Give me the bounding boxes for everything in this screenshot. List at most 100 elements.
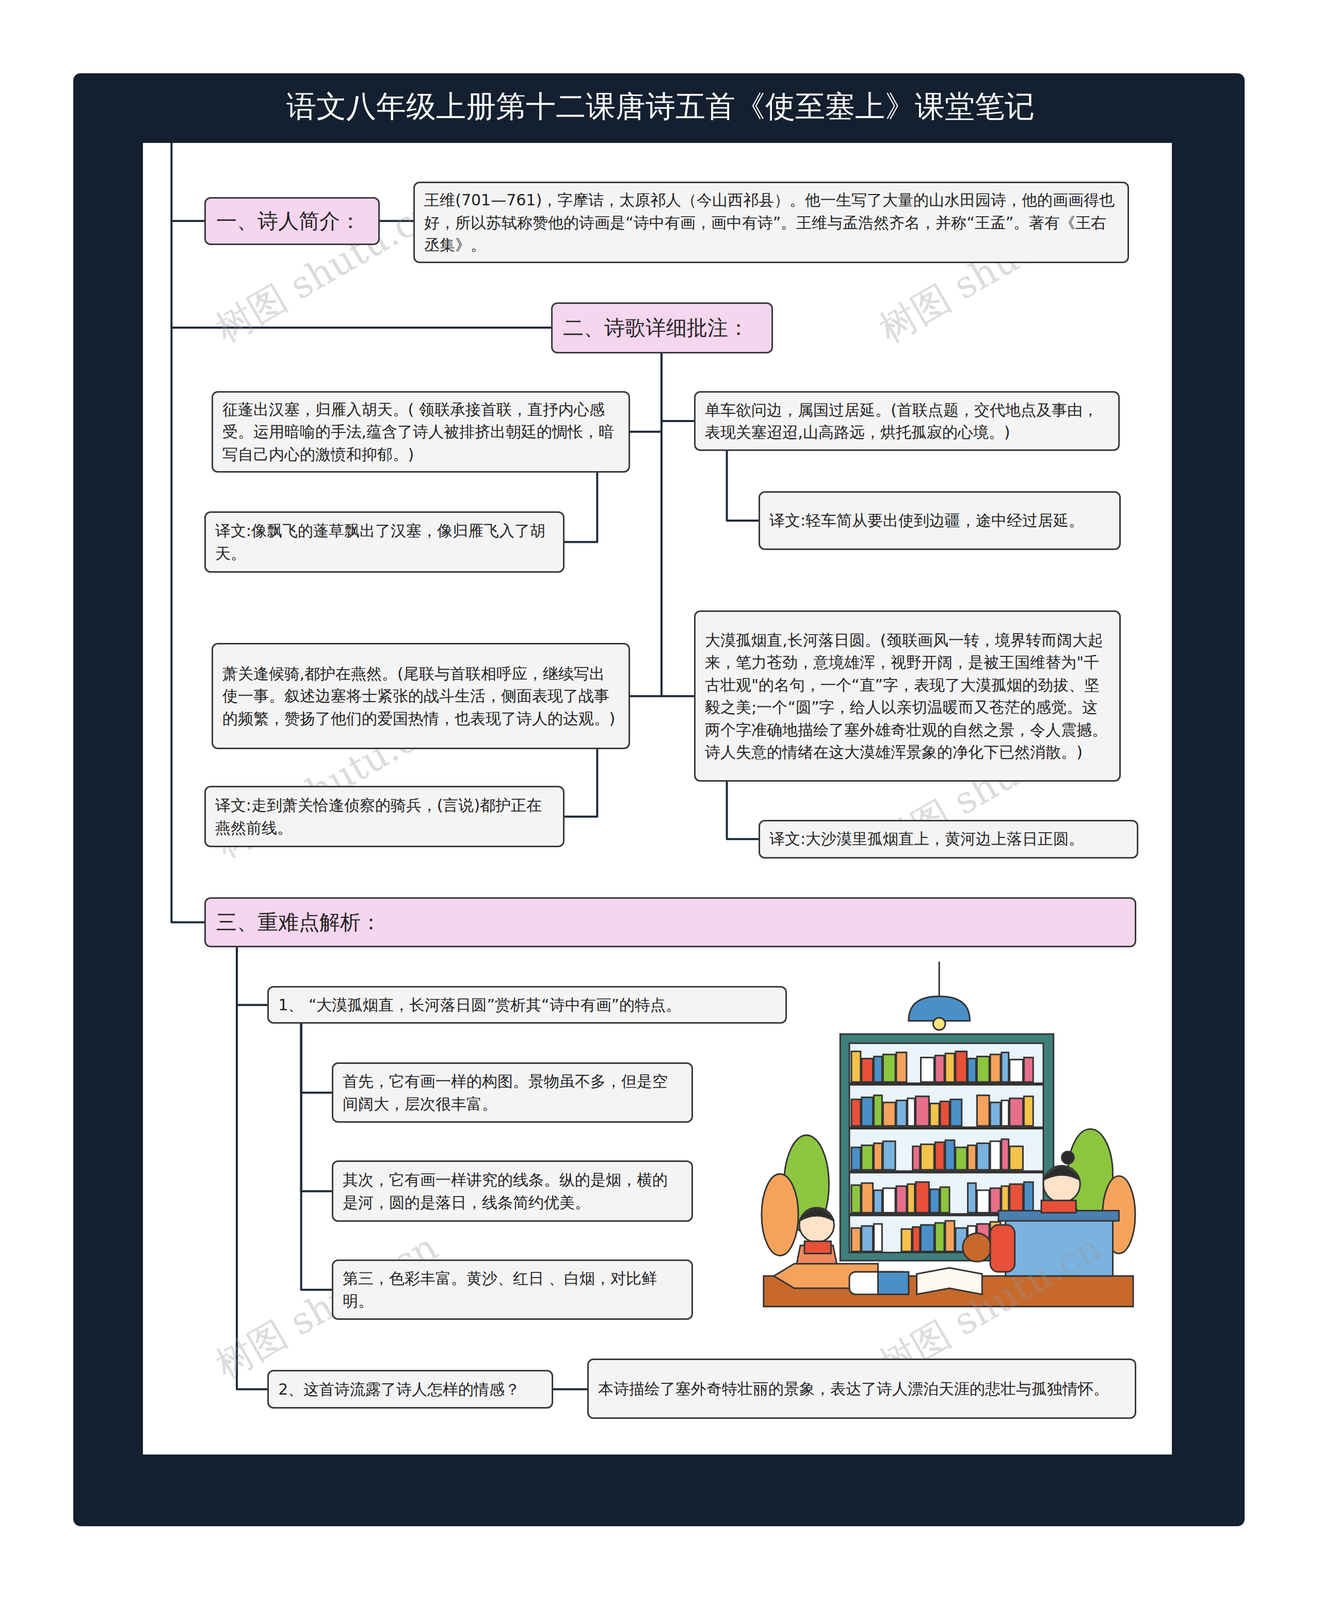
book-spine bbox=[976, 1056, 990, 1083]
book-spine bbox=[851, 1147, 861, 1171]
book-spine bbox=[912, 1146, 921, 1171]
node-text: 其次，它有画一样讲究的线条。纵的是烟，横的是河，圆的是落日，线条简约优美。 bbox=[342, 1168, 683, 1214]
section-heading-box: 二、诗歌详细批注： bbox=[551, 302, 773, 354]
book-spine bbox=[955, 1147, 968, 1171]
book-spine bbox=[896, 1052, 907, 1083]
node-text: 译文:轻车简从要出使到边疆，途中经过居延。 bbox=[769, 509, 1085, 533]
note-box: 2、这首诗流露了诗人怎样的情感？ bbox=[267, 1370, 554, 1409]
book-spine bbox=[921, 1225, 935, 1252]
bag bbox=[990, 1225, 1015, 1272]
eraser bbox=[849, 1271, 909, 1295]
node-text: 1、 “大漠孤烟直，长河落日圆”赏析其“诗中有画”的特点。 bbox=[278, 993, 682, 1017]
book-spine bbox=[968, 1058, 977, 1083]
node-text: 第三，色彩丰富。黄沙、红日 、白烟，对比鲜明。 bbox=[342, 1267, 683, 1313]
note-box: 萧关逢候骑,都护在燕然。(尾联与首联相呼应，继续写出使一事。叙述边塞将士紧张的战… bbox=[211, 642, 631, 750]
tree-connector bbox=[727, 781, 759, 840]
book-spine bbox=[990, 1102, 1001, 1127]
tree-connector bbox=[564, 472, 598, 543]
kid-hair bbox=[799, 1208, 834, 1221]
book-spine bbox=[874, 1056, 883, 1083]
book-spine bbox=[882, 1054, 896, 1083]
tree-connector bbox=[301, 1023, 332, 1093]
book-spine bbox=[861, 1145, 874, 1170]
note-box: 第三，色彩丰富。黄沙、红日 、白烟，对比鲜明。 bbox=[331, 1259, 694, 1320]
book bbox=[804, 1241, 831, 1254]
book-spine bbox=[874, 1095, 883, 1126]
book-spine bbox=[896, 1186, 907, 1213]
node-text: 译文:走到萧关恰逢侦察的骑兵，(言说)都护正在燕然前线。 bbox=[215, 794, 554, 840]
book-spine bbox=[874, 1143, 883, 1170]
frame-border bbox=[73, 73, 1245, 1527]
note-box: 本诗描绘了塞外奇特壮丽的景象，表达了诗人漂泊天涯的悲壮与孤独情怀。 bbox=[587, 1358, 1137, 1420]
book bbox=[1041, 1200, 1076, 1214]
shelf bbox=[849, 1170, 1044, 1174]
node-text: 征蓬出汉塞，归雁入胡天。( 领联承接首联，直抒内心感受。运用暗喻的手法,蕴含了诗… bbox=[222, 398, 620, 466]
book-spine bbox=[874, 1223, 883, 1252]
tree-connector bbox=[236, 947, 268, 1006]
tree-connector bbox=[301, 1023, 332, 1191]
node-text: 2、这首诗流露了诗人怎样的情感？ bbox=[278, 1378, 521, 1401]
tree-connector bbox=[661, 353, 695, 422]
book-spine bbox=[945, 1220, 955, 1252]
section-heading-box: 三、重难点解析： bbox=[204, 897, 1137, 948]
book-spine bbox=[990, 1054, 1001, 1083]
book-spine bbox=[861, 1226, 874, 1252]
girl-head bbox=[1043, 1165, 1081, 1203]
node-text: 单车欲问边，属国过居延。(首联点题，交代地点及事由，表现关塞迢迢,山高路远，烘托… bbox=[704, 398, 1109, 444]
node-text: 二、诗歌详细批注： bbox=[562, 312, 749, 343]
eraser-sleeve bbox=[877, 1271, 909, 1295]
note-box: 首先，它有画一样的构图。景物虽不多，但是空间阔大，层次很丰富。 bbox=[331, 1062, 694, 1123]
book-spine bbox=[990, 1188, 1001, 1213]
book-spine bbox=[882, 1141, 896, 1170]
kid-head bbox=[799, 1207, 834, 1243]
book-spine bbox=[1001, 1186, 1009, 1213]
node-text: 译文:像飘飞的蓬草飘出了汉塞，像归雁飞入了胡天。 bbox=[215, 519, 554, 565]
book-spine bbox=[976, 1190, 990, 1214]
book-spine bbox=[1009, 1098, 1024, 1126]
book-spine bbox=[1001, 1139, 1009, 1170]
tree-connector bbox=[661, 353, 695, 697]
book-spine bbox=[912, 1227, 921, 1252]
tree-connector bbox=[553, 1388, 587, 1391]
book-spine bbox=[907, 1098, 915, 1126]
page-title: 语文八年级上册第十二课唐诗五首《使至塞上》课堂笔记 bbox=[0, 88, 1321, 125]
node-text: 一、诗人简介： bbox=[216, 205, 361, 236]
tree-connector bbox=[727, 450, 759, 521]
note-box: 征蓬出汉塞，归雁入胡天。( 领联承接首联，直抒内心感受。运用暗喻的手法,蕴含了诗… bbox=[211, 391, 631, 473]
lamp-bulb bbox=[932, 1017, 946, 1030]
note-box: 译文:走到萧关恰逢侦察的骑兵，(言说)都护正在燕然前线。 bbox=[204, 785, 565, 848]
book-spine bbox=[851, 1228, 861, 1252]
girl-hair bbox=[1043, 1166, 1081, 1181]
book-spine bbox=[940, 1187, 950, 1213]
node-text: 大漠孤烟直,长河落日圆。(颈联画风一转，境界转而阔大起来，笔力苍劲，意境雄浑，视… bbox=[704, 629, 1110, 764]
book-spine bbox=[990, 1141, 1001, 1170]
book-spine bbox=[935, 1055, 945, 1083]
tree-connector bbox=[630, 353, 662, 432]
book-spine bbox=[921, 1144, 935, 1170]
book-spine bbox=[882, 1188, 896, 1213]
book-spine bbox=[882, 1102, 896, 1127]
ball bbox=[962, 1233, 992, 1262]
book-spine bbox=[945, 1140, 955, 1170]
paper-panel bbox=[142, 142, 1172, 1455]
note-box: 译文:轻车简从要出使到边疆，途中经过居延。 bbox=[758, 491, 1121, 551]
book-spine bbox=[1001, 1100, 1009, 1126]
book-spine bbox=[1009, 1146, 1024, 1171]
plant bbox=[761, 1173, 799, 1256]
book-spine bbox=[861, 1058, 874, 1083]
book-spine bbox=[874, 1190, 883, 1214]
book-spine bbox=[901, 1229, 912, 1252]
book-spine bbox=[907, 1184, 915, 1213]
book-spine bbox=[861, 1183, 874, 1213]
book-spine bbox=[1023, 1096, 1034, 1126]
book-spine bbox=[915, 1096, 930, 1126]
node-text: 首先，它有画一样的构图。景物虽不多，但是空间阔大，层次很丰富。 bbox=[342, 1070, 683, 1116]
book-spine bbox=[950, 1099, 962, 1126]
book-spine bbox=[945, 1053, 955, 1083]
note-box: 1、 “大漠孤烟直，长河落日圆”赏析其“诗中有画”的特点。 bbox=[267, 986, 787, 1024]
book-spine bbox=[1001, 1052, 1009, 1083]
node-text: 三、重难点解析： bbox=[216, 907, 382, 938]
node-text: 译文:大沙漠里孤烟直上，黄河边上落日正圆。 bbox=[769, 827, 1085, 851]
girl-bun bbox=[1061, 1151, 1075, 1165]
node-text: 本诗描绘了塞外奇特壮丽的景象，表达了诗人漂泊天涯的悲壮与孤独情怀。 bbox=[598, 1377, 1109, 1401]
